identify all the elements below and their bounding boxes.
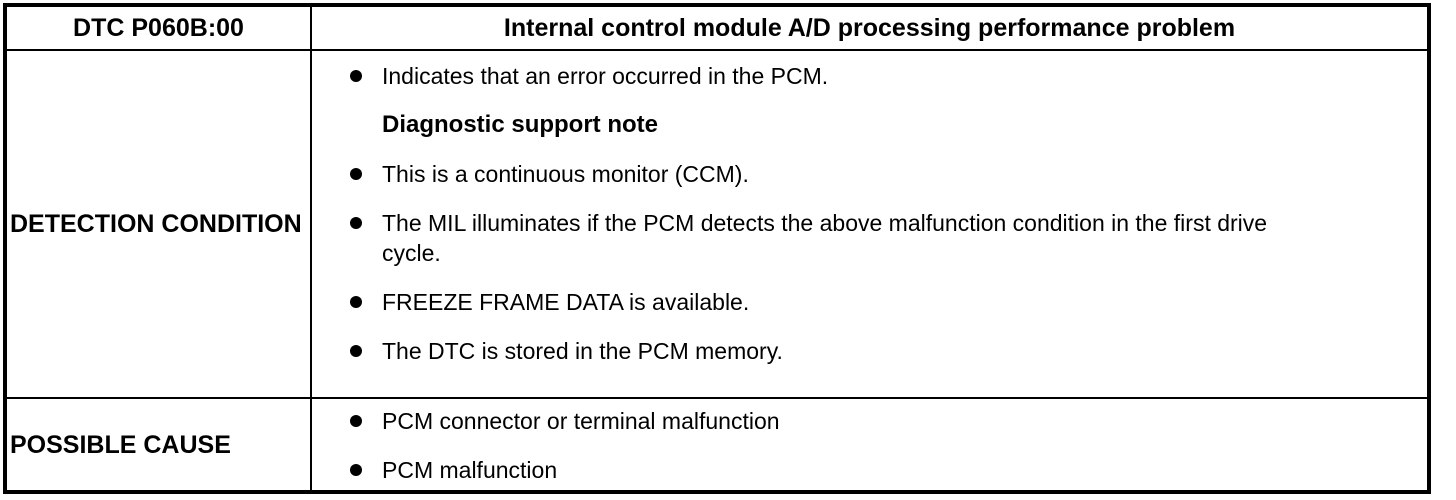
detection-condition-list: Indicates that an error occurred in the …	[312, 51, 1427, 366]
detection-condition-label-cell: DETECTION CONDITION	[7, 51, 312, 397]
list-item: FREEZE FRAME DATA is available.	[312, 287, 1427, 317]
detection-condition-row: DETECTION CONDITION Indicates that an er…	[7, 51, 1427, 399]
list-item-text: FREEZE FRAME DATA is available.	[382, 289, 750, 315]
dtc-title-cell: Internal control module A/D processing p…	[312, 7, 1427, 49]
diagnostic-support-note-heading: Diagnostic support note	[382, 111, 658, 138]
detection-condition-label: DETECTION CONDITION	[10, 210, 302, 238]
list-item-text: The MIL illuminates if the PCM detects t…	[382, 210, 1268, 266]
bullet-icon	[350, 345, 362, 357]
possible-cause-label: POSSIBLE CAUSE	[10, 430, 231, 459]
dtc-title: Internal control module A/D processing p…	[503, 13, 1236, 42]
possible-cause-content-cell: PCM connector or terminal malfunction PC…	[312, 399, 1427, 490]
list-item: The MIL illuminates if the PCM detects t…	[312, 208, 1427, 268]
list-item: PCM connector or terminal malfunction	[312, 406, 1427, 436]
dtc-info-table: DTC P060B:00 Internal control module A/D…	[3, 3, 1431, 494]
bullet-icon	[350, 464, 362, 476]
bullet-icon	[350, 70, 362, 82]
detection-condition-content-cell: Indicates that an error occurred in the …	[312, 51, 1427, 397]
list-item: Indicates that an error occurred in the …	[312, 61, 1427, 91]
bullet-icon	[350, 217, 362, 229]
list-item: The DTC is stored in the PCM memory.	[312, 336, 1427, 366]
bullet-icon	[350, 168, 362, 180]
list-item: This is a continuous monitor (CCM).	[312, 159, 1427, 189]
possible-cause-label-cell: POSSIBLE CAUSE	[7, 399, 312, 490]
list-item-text: This is a continuous monitor (CCM).	[382, 161, 749, 187]
possible-cause-list: PCM connector or terminal malfunction PC…	[312, 399, 1427, 485]
dtc-code: DTC P060B:00	[73, 14, 244, 42]
list-item-text: The DTC is stored in the PCM memory.	[382, 338, 783, 364]
possible-cause-row: POSSIBLE CAUSE PCM connector or terminal…	[7, 399, 1427, 490]
list-item-text: PCM malfunction	[382, 457, 558, 483]
bullet-icon	[350, 296, 362, 308]
table-header-row: DTC P060B:00 Internal control module A/D…	[7, 7, 1427, 51]
dtc-code-cell: DTC P060B:00	[7, 7, 312, 49]
list-item-text: PCM connector or terminal malfunction	[382, 408, 780, 434]
bullet-icon	[350, 415, 362, 427]
list-item: PCM malfunction	[312, 455, 1427, 485]
list-item-text: Indicates that an error occurred in the …	[382, 63, 829, 89]
